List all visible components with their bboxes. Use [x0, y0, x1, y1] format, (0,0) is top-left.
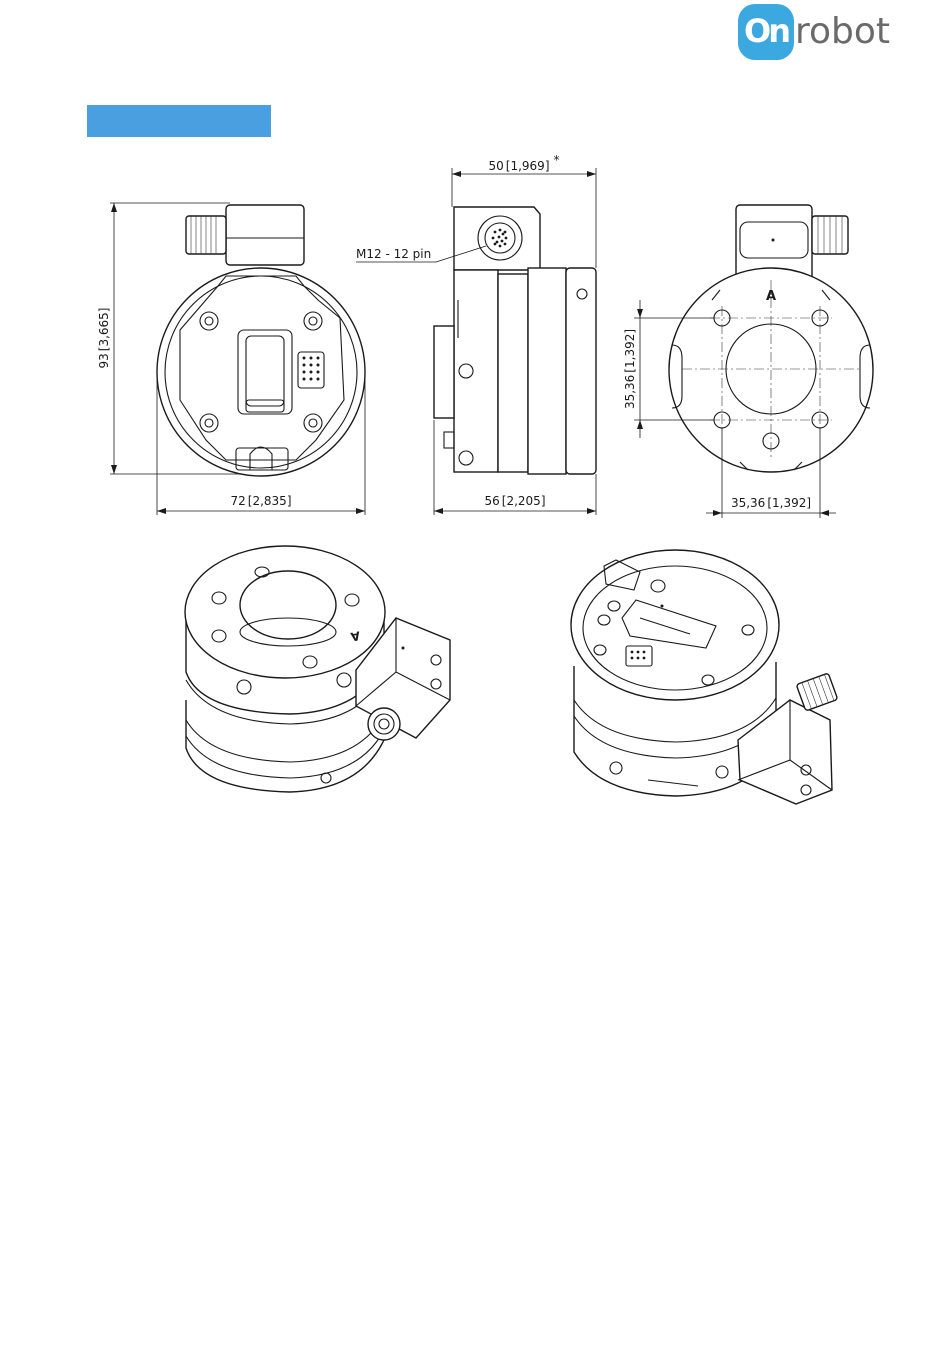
back-vertical-spacing: 35,36: [623, 375, 637, 409]
side-depth-dim-in: 2,205: [506, 494, 540, 508]
datum-label: A: [766, 289, 776, 304]
front-view: 93[3,665] 72[2,835]: [97, 203, 365, 515]
front-height-dim-in: 3,665: [97, 312, 111, 346]
connector-label: M12 - 12 pin: [356, 247, 431, 261]
side-view: M12 - 12 pin 50[1,969]* 56[2,205]: [356, 153, 596, 515]
back-horizontal-spacing: 35,36: [731, 496, 765, 510]
side-depth-dim: 56: [484, 494, 499, 508]
back-view: A 35,36[1,392] 35,36[1,392]: [623, 205, 873, 518]
svg-text:93[3,665]: 93[3,665]: [97, 307, 111, 368]
side-top-dim-in: 1,969: [510, 159, 544, 173]
iso-view-left: A: [185, 546, 450, 792]
front-height-dim: 93: [97, 353, 111, 368]
back-horizontal-spacing-in: 1,392: [772, 496, 806, 510]
iso-view-right: [571, 550, 838, 804]
side-top-dim: 50: [488, 159, 503, 173]
svg-text:35,36[1,392]: 35,36[1,392]: [623, 329, 637, 409]
front-width-dim-in: 2,835: [252, 494, 286, 508]
svg-text:56[2,205]: 56[2,205]: [484, 494, 545, 508]
svg-text:72[2,835]: 72[2,835]: [230, 494, 291, 508]
svg-text:50[1,969]*: 50[1,969]*: [488, 153, 559, 173]
front-width-dim: 72: [230, 494, 245, 508]
side-top-dim-note: *: [554, 153, 560, 167]
back-vertical-spacing-in: 1,392: [623, 334, 637, 368]
svg-text:35,36[1,392]: 35,36[1,392]: [731, 496, 811, 510]
